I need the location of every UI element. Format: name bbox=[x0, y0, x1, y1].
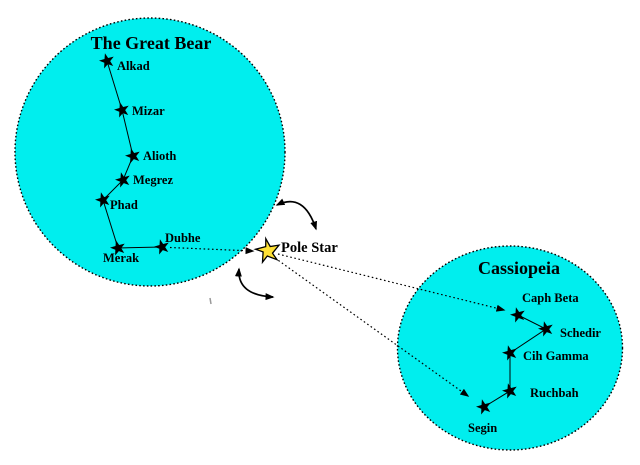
star-label-dubhe: Dubhe bbox=[165, 231, 201, 245]
pole-star-icon bbox=[253, 236, 281, 265]
star-label-cih-gamma: Cih Gamma bbox=[523, 349, 589, 363]
great-bear-circle bbox=[14, 17, 286, 287]
star-label-merak: Merak bbox=[103, 251, 139, 265]
pointer-arrow-dubhe-to-pole-star-icon bbox=[169, 246, 255, 255]
rotation-arrow-upper-icon bbox=[275, 198, 318, 231]
star-label-alioth: Alioth bbox=[143, 149, 176, 163]
star-label-caph-beta: Caph Beta bbox=[522, 291, 579, 305]
pointer-arrow-pole-star-to-segin-icon bbox=[274, 257, 470, 397]
stray-mark bbox=[209, 297, 212, 305]
pole-star-label: Pole Star bbox=[281, 240, 338, 256]
star-label-schedir: Schedir bbox=[560, 326, 601, 340]
star-label-ruchbah: Ruchbah bbox=[530, 386, 579, 400]
star-label-mizar: Mizar bbox=[132, 104, 165, 118]
star-label-phad: Phad bbox=[110, 198, 138, 212]
great-bear-title: The Great Bear bbox=[91, 33, 212, 53]
cassiopeia-title: Cassiopeia bbox=[478, 258, 560, 278]
star-label-segin: Segin bbox=[468, 421, 497, 435]
star-label-alkad: Alkad bbox=[117, 59, 150, 73]
pointer-arrow-pole-star-to-caph-beta-icon bbox=[277, 253, 506, 312]
rotation-arrow-lower-icon bbox=[234, 267, 275, 301]
star-label-megrez: Megrez bbox=[133, 173, 173, 187]
